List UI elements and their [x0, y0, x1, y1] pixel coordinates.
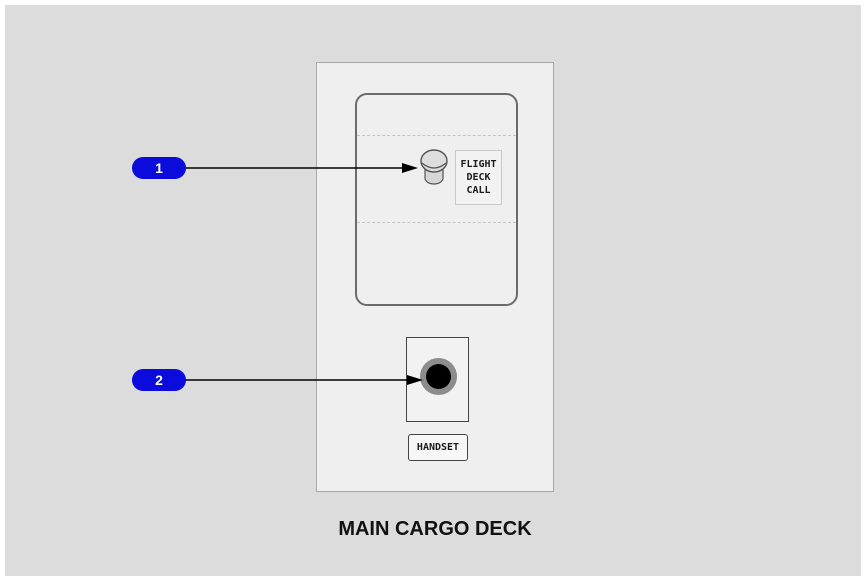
flight-deck-call-label: FLIGHT DECK CALL	[455, 150, 502, 205]
handset-jack-socket	[426, 364, 451, 389]
callout-badge-1[interactable]: 1	[132, 157, 186, 179]
dashed-guide-line-top	[357, 135, 516, 136]
dashed-guide-line-bottom	[357, 222, 516, 223]
main-cargo-deck-panel: FLIGHT DECK CALL HANDSET	[316, 62, 554, 492]
diagram-background: FLIGHT DECK CALL HANDSET 1 2 MAIN CARGO …	[5, 5, 861, 576]
callout-1-arrowhead	[402, 163, 418, 173]
handset-label: HANDSET	[408, 434, 468, 461]
flight-deck-call-button[interactable]	[412, 147, 462, 207]
callout-badge-2[interactable]: 2	[132, 369, 186, 391]
call-button-housing: FLIGHT DECK CALL	[355, 93, 518, 306]
callout-number: 1	[155, 160, 163, 176]
callout-number: 2	[155, 372, 163, 388]
handset-jack[interactable]	[420, 358, 457, 395]
callout-leader-lines	[185, 163, 423, 385]
callout-2-arrowhead	[407, 375, 423, 385]
panel-caption: MAIN CARGO DECK	[338, 518, 532, 540]
